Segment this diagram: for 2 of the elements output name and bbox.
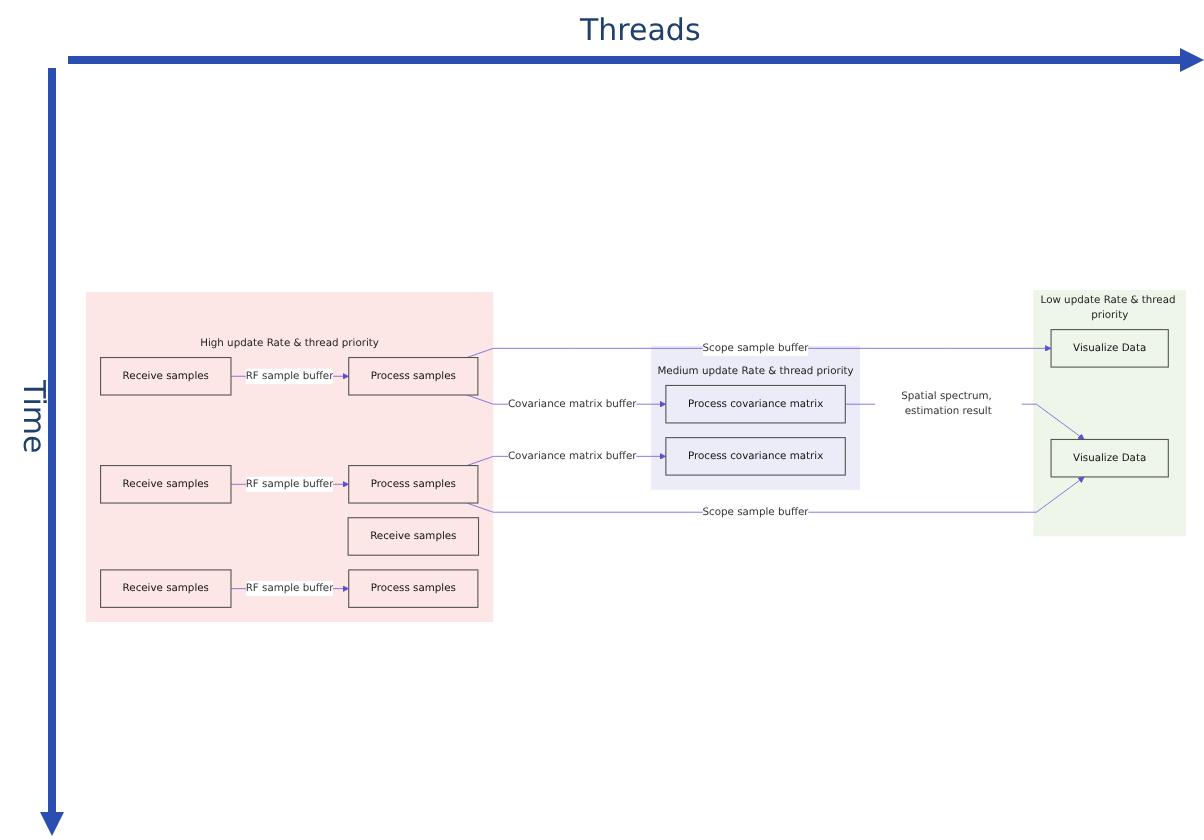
axis-label: Threads (580, 12, 701, 48)
axis-label: Time (16, 380, 52, 454)
